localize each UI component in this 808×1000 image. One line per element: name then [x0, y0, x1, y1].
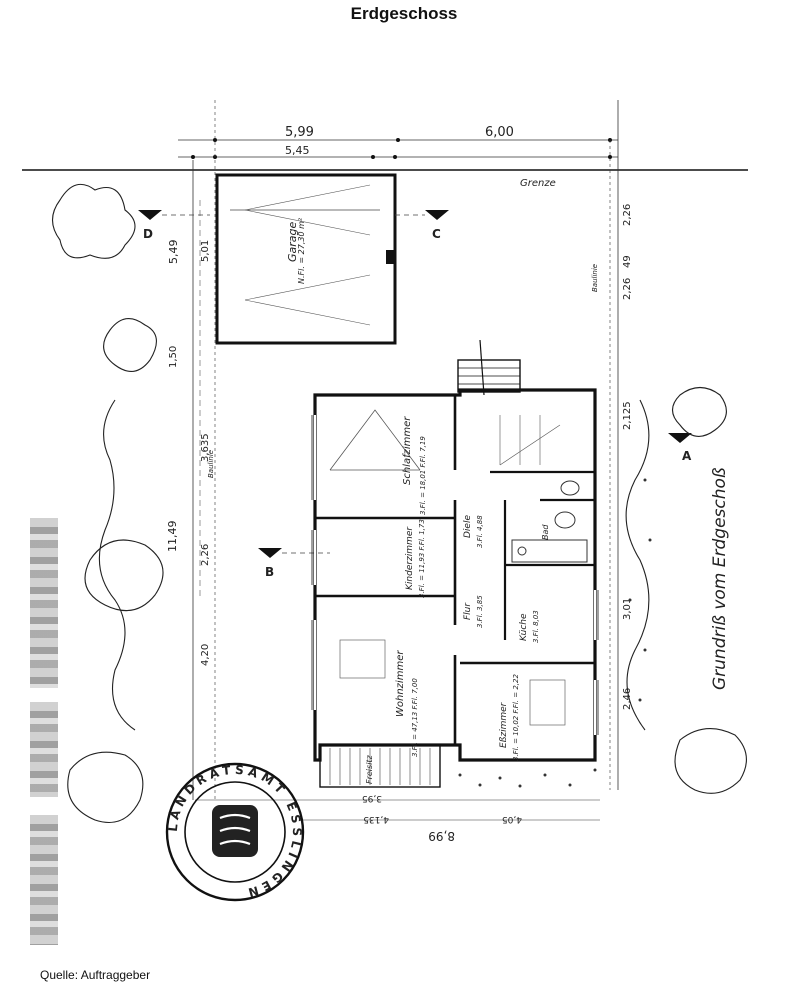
house-outline: [311, 339, 599, 788]
svg-text:C: C: [432, 227, 441, 241]
hedge-dots: [458, 478, 652, 788]
room-label-freisitz: Freisitz: [365, 754, 374, 784]
room-area-kinderzimmer: 3.Fl. = 11,93 F.Fl. 1,73: [418, 519, 426, 598]
dimension-top-1: 5,99: [285, 125, 314, 140]
room-area-garage: N.Fl. = 27,30 m²: [297, 217, 306, 284]
page-title: Erdgeschoss: [350, 4, 458, 23]
blurred-region-1: [30, 518, 58, 688]
dimension-right-3: 2,26: [622, 278, 633, 300]
room-area-wohnzimmer: 3.Fl. = 47,13 F.Fl. 7,00: [411, 678, 419, 757]
blurred-region-3: [30, 815, 58, 945]
dimension-right-1: 2,26: [622, 204, 633, 226]
section-marker-a: A: [668, 433, 692, 463]
section-marker-d: D: [138, 210, 210, 241]
boundary-label: Grenze: [520, 178, 556, 189]
dimension-bottom-2: 3,95: [362, 793, 382, 803]
dimension-bottom-3: 4,135: [363, 814, 389, 824]
dimension-right-6: 2,46: [622, 688, 633, 710]
blurred-region-2: [30, 702, 58, 797]
room-label-bad: Bad: [541, 524, 550, 540]
section-marker-b: B: [258, 548, 330, 579]
room-label-flur: Flur: [463, 602, 473, 620]
room-label-kinderzimmer: Kinderzimmer: [405, 526, 415, 590]
room-area-kueche: 3.Fl. 8,03: [532, 610, 540, 643]
room-label-garage: Garage: [286, 221, 299, 262]
room-area-diele: 3.Fl. 4,88: [476, 515, 484, 548]
caption-ground-floor-plan: Grundriß vom Erdgeschoß: [710, 467, 730, 690]
room-label-schlafzimmer: Schlafzimmer: [402, 416, 413, 485]
room-area-esszimmer: 3.Fl. = 10,02 F.Fl. = 2,22: [512, 674, 520, 761]
dimension-right-4: 2,125: [622, 401, 633, 430]
floor-plan-drawing: Grenze 5,99 6,00 5,45 5,49 5,01 1,50 3,6…: [22, 100, 748, 902]
dimension-left-5: 11,49: [166, 521, 179, 553]
dimension-left-2: 5,01: [200, 240, 211, 262]
dimension-left-6: 2,26: [200, 544, 211, 566]
garage: Garage N.Fl. = 27,30 m²: [215, 173, 397, 345]
room-label-diele: Diele: [463, 515, 473, 538]
room-label-kueche: Küche: [519, 613, 529, 641]
dimension-left-1: 5,49: [167, 240, 180, 265]
dimension-left-7: 4,20: [200, 644, 211, 666]
official-stamp: LANDRATSAMT ESSLINGEN: [166, 763, 305, 902]
dimension-top-2: 6,00: [485, 125, 514, 140]
dimension-bottom-1: 8,99: [428, 829, 455, 843]
dimension-bottom-4: 4,05: [502, 814, 522, 824]
section-marker-c: C: [395, 210, 449, 241]
dimension-top-3: 5,45: [285, 144, 310, 157]
dimension-right-2: 49: [622, 255, 633, 268]
building-line-label-left: Baulinie: [207, 450, 215, 478]
dimension-left-3: 1,50: [168, 346, 179, 368]
room-area-flur: 3.Fl. 3,85: [476, 595, 484, 628]
svg-text:B: B: [265, 565, 274, 579]
dimension-left-4: 3,635: [200, 433, 211, 462]
room-label-esszimmer: Eßzimmer: [499, 701, 509, 748]
svg-text:A: A: [682, 449, 692, 463]
room-label-wohnzimmer: Wohnzimmer: [395, 650, 406, 717]
landscape-trees-right: [625, 386, 747, 794]
dimension-right-5: 3,01: [622, 598, 633, 620]
building-line-label-right: Baulinie: [591, 264, 599, 292]
svg-text:D: D: [143, 227, 153, 241]
room-area-schlafzimmer: 3.Fl. = 18,01 F.Fl. 7,19: [419, 436, 427, 515]
landscape-trees-left: [51, 183, 164, 824]
source-caption: Quelle: Auftraggeber: [40, 968, 151, 982]
